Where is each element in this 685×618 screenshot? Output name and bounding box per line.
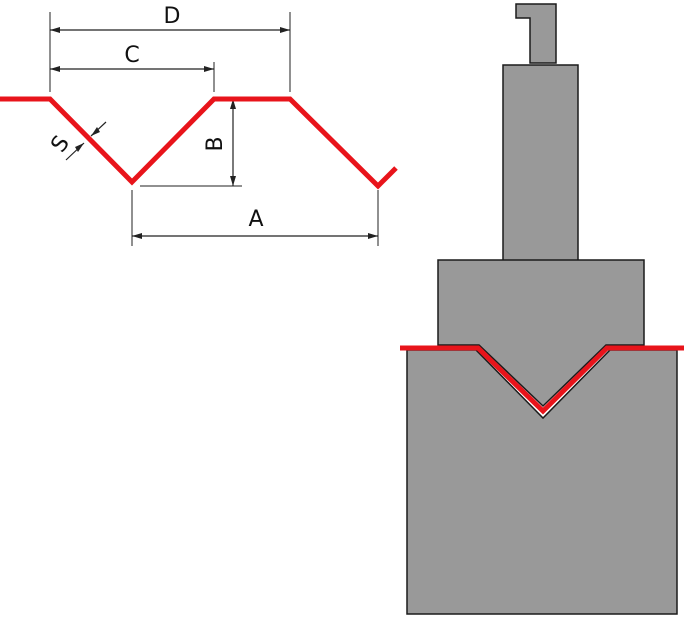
punch-tang: [515, 3, 557, 64]
label-c: C: [124, 43, 139, 68]
label-s: S: [46, 131, 74, 157]
dimension-a: A: [132, 207, 378, 239]
profile-drawing: D C B A S: [0, 4, 398, 246]
press-brake-tooling: [400, 3, 684, 615]
label-b: B: [203, 136, 228, 151]
dimension-d: D: [50, 4, 290, 33]
sheet-profile: [0, 96, 398, 190]
punch-shank: [502, 64, 579, 276]
sheet-bent: [400, 345, 684, 415]
dimension-c: C: [50, 43, 214, 72]
punch-holder: [437, 259, 645, 408]
label-d: D: [164, 4, 181, 29]
dimension-b: B: [203, 99, 236, 186]
label-a: A: [248, 207, 263, 232]
